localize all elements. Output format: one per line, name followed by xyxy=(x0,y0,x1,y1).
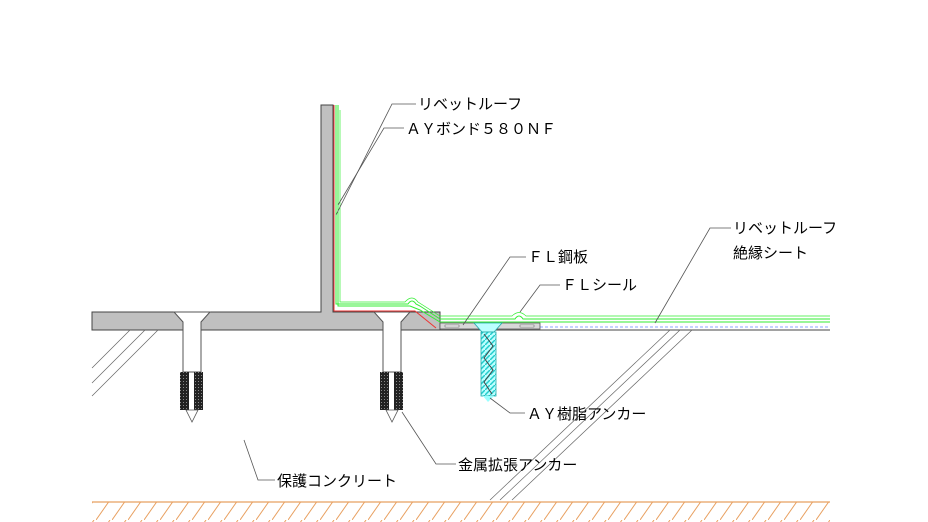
label-fl-steel-plate: ＦＬ鋼板 xyxy=(528,248,588,266)
rivet-roof-membrane xyxy=(335,105,830,323)
label-ay-bond: ＡＹボンド５８０ＮＦ xyxy=(406,120,556,138)
structural-concrete-hatch xyxy=(91,329,693,501)
metal-expansion-anchor-left xyxy=(172,311,212,423)
label-rivet-roof-right: リベットルーフ xyxy=(733,219,837,237)
label-protective-concrete: 保護コンクリート xyxy=(277,472,397,490)
ay-resin-anchor xyxy=(473,322,503,402)
label-fl-seal: ＦＬシール xyxy=(562,276,637,294)
concrete-parapet-and-slab xyxy=(91,104,830,331)
leader-lines xyxy=(243,103,731,481)
ay-bond-layer xyxy=(333,105,437,329)
label-metal-expansion-anchor: 金属拡張アンカー xyxy=(458,456,577,474)
label-rivet-roof-top: リベットルーフ xyxy=(418,95,522,113)
metal-expansion-anchor-right xyxy=(372,311,412,423)
ground-hatch xyxy=(92,501,830,522)
label-ay-resin-anchor: ＡＹ樹脂アンカー xyxy=(527,405,646,423)
label-insulation-sheet: 絶縁シート xyxy=(733,244,808,262)
